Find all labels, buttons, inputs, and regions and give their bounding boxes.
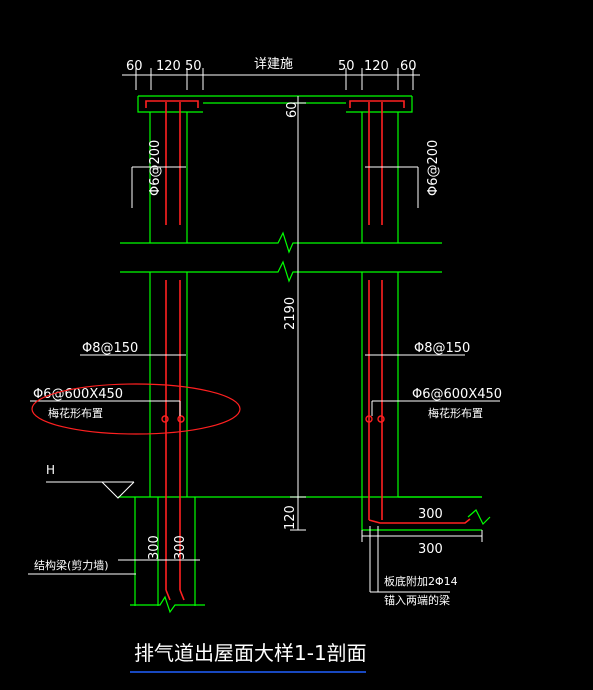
center-dimension: 60 2190 120 [283, 96, 306, 531]
right-bottom-dims: 300 300 板底附加2Φ14 锚入两端的梁 [361, 507, 483, 607]
right-dim-300-bottom: 300 [418, 542, 443, 557]
break-lines [120, 231, 491, 614]
dim-top-middle: 详建施 [254, 57, 293, 72]
bottom-note-1: 板底附加2Φ14 [384, 574, 458, 588]
cap-slab [137, 95, 413, 113]
tie-labels: Φ6@600X450 梅花形布置 Φ6@600X450 梅花形布置 [30, 383, 502, 435]
left-tie-label: Φ6@600X450 [33, 387, 123, 402]
bottom-note-2: 锚入两端的梁 [384, 593, 450, 607]
right-rebar-vertical-label: Φ6@200 [426, 140, 441, 196]
rebar-red [145, 100, 471, 601]
dim-120: 120 [283, 505, 298, 530]
top-dimension: 60 120 50 详建施 50 120 60 [122, 57, 420, 90]
highlight-ellipse [31, 383, 241, 435]
dim-top-left-3: 50 [185, 59, 202, 74]
level-mark: H [46, 463, 135, 499]
drawing-title-group: 排气道出屋面大样1-1剖面 [130, 641, 367, 673]
left-dim-300-a: 300 [147, 535, 162, 560]
left-wall-label: 结构梁(剪力墙) [34, 558, 109, 572]
right-wall [361, 112, 482, 531]
right-tie-label: Φ6@600X450 [412, 387, 502, 402]
upper-rebar-labels: Φ6@200 Φ6@200 [131, 140, 441, 208]
left-tie-note: 梅花形布置 [48, 406, 103, 420]
left-dim-300-b: 300 [173, 535, 188, 560]
phi8-labels: Φ8@150 Φ8@150 [80, 341, 470, 356]
left-rebar-vertical-label: Φ6@200 [148, 140, 163, 196]
right-tie-note: 梅花形布置 [428, 406, 483, 420]
left-bottom-dims: 300 300 结构梁(剪力墙) [28, 535, 200, 575]
left-wall [134, 112, 196, 606]
dim-top-right-1: 50 [338, 59, 355, 74]
dim-2190: 2190 [283, 297, 298, 330]
dim-top-left-2: 120 [156, 59, 181, 74]
level-mark-label: H [46, 463, 55, 477]
right-dim-300-top: 300 [418, 507, 443, 522]
dim-top-right-3: 60 [400, 59, 417, 74]
dim-60-vertical: 60 [285, 101, 300, 118]
right-phi8-label: Φ8@150 [414, 341, 470, 356]
drawing-title: 排气道出屋面大样1-1剖面 [134, 641, 367, 665]
dim-top-left-1: 60 [126, 59, 143, 74]
dim-top-right-2: 120 [364, 59, 389, 74]
left-phi8-label: Φ8@150 [82, 341, 138, 356]
